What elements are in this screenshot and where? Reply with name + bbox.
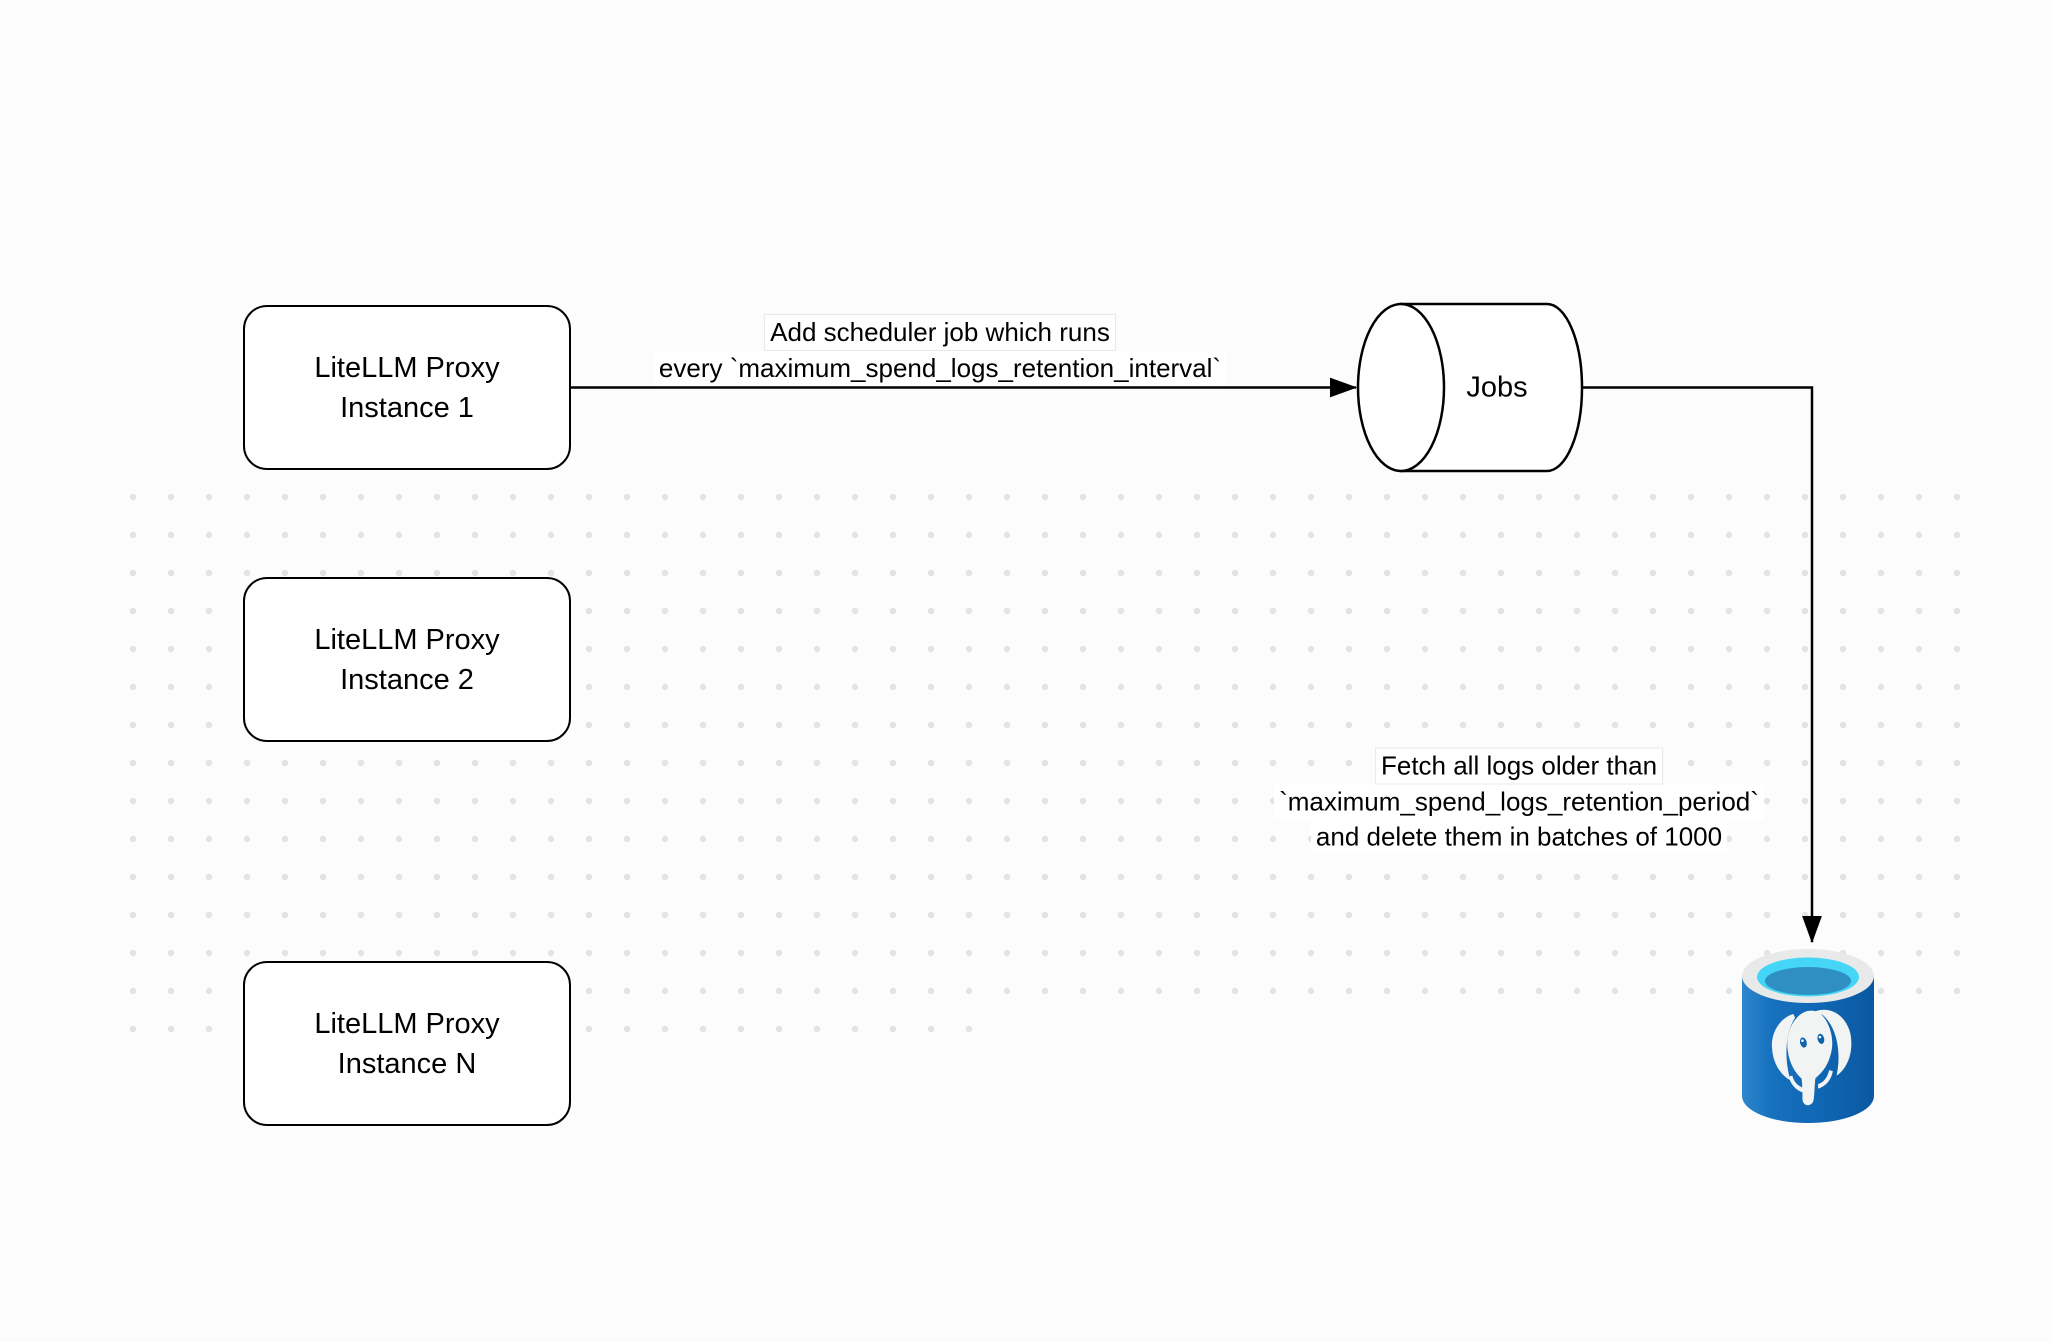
edge-label-line: and delete them in batches of 1000 xyxy=(1310,819,1728,855)
node-label-line: LiteLLM Proxy xyxy=(314,623,500,656)
jobs-node-label: Jobs xyxy=(1466,371,1528,404)
node-litellm-proxy-instance-1: LiteLLM Proxy Instance 1 xyxy=(243,305,571,470)
edge-fetch-and-delete xyxy=(1582,386,1822,944)
pg-elephant-logo xyxy=(1771,1009,1852,1106)
edge-label-add-scheduler-job: Add scheduler job which runs every `maxi… xyxy=(653,314,1227,386)
node-litellm-proxy-instance-2: LiteLLM Proxy Instance 2 xyxy=(243,577,571,742)
edge-label-line: Add scheduler job which runs xyxy=(764,314,1116,351)
edge-label-line: `maximum_spend_logs_retention_period` xyxy=(1274,784,1764,820)
edge-label-line: Fetch all logs older than xyxy=(1374,747,1664,785)
pg-cylinder-opening-shade xyxy=(1765,967,1851,995)
node-label-line: LiteLLM Proxy xyxy=(314,1007,500,1040)
node-label-line: Instance N xyxy=(337,1047,477,1080)
edge-label-line: every `maximum_spend_logs_retention_inte… xyxy=(653,351,1227,386)
node-label-line: LiteLLM Proxy xyxy=(314,351,500,384)
node-label-line: Instance 1 xyxy=(340,391,474,424)
node-label-line: Instance 2 xyxy=(340,663,474,696)
jobs-queue-cylinder xyxy=(1356,302,1584,473)
edge-label-fetch-and-delete: Fetch all logs older than `maximum_spend… xyxy=(1274,747,1764,855)
postgresql-database-icon xyxy=(1742,949,1874,1123)
node-litellm-proxy-instance-n: LiteLLM Proxy Instance N xyxy=(243,961,571,1126)
